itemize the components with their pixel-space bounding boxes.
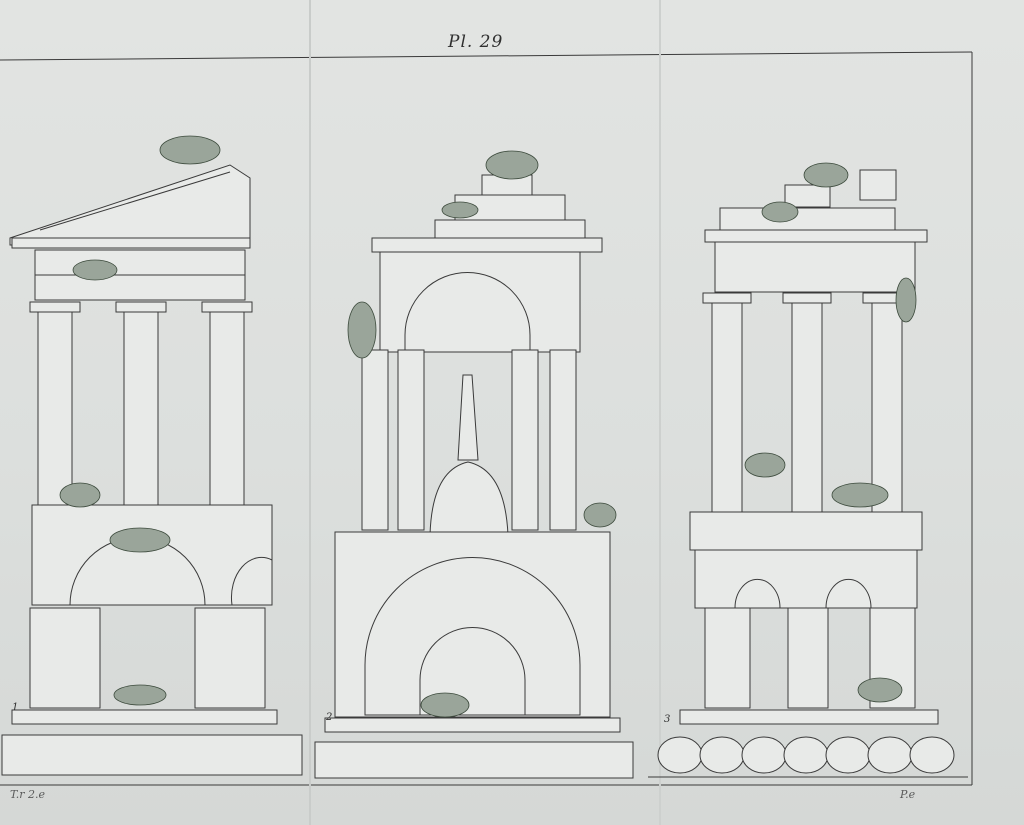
fig1-base [11,709,278,725]
fig1-arcade-wall [31,504,273,606]
fig3-top-block [784,184,831,208]
figure-1-ruined-colonnade [1,135,303,776]
plate-number: Pl. 29 [448,32,504,52]
top-rule [0,51,973,61]
fig2-column-3 [511,349,539,531]
fig1-pier-right [194,607,266,709]
fig3-column-1 [711,301,743,513]
figure-number-1: 1 [12,702,19,713]
fig2-column-4 [549,349,577,531]
fig1-pier-left [29,607,101,709]
fig1-column-1 [37,309,73,506]
fig3-melon-cushions [657,736,955,774]
fig1-column-2 [123,309,159,506]
fig2-cornice [371,237,603,253]
fig3-pier-2 [787,607,829,709]
figure-2-fountain-arch [314,150,634,779]
engraver-credit-right: P.e [900,788,916,801]
figure-number-2: 2 [326,712,333,723]
fig2-steps [314,741,634,779]
fig2-fountain-jet [457,374,479,461]
fig3-column-3 [871,301,903,513]
fig3-column-2 [791,301,823,513]
fig1-pediment [9,164,251,246]
fig2-column-1 [361,349,389,531]
fig3-plinth [689,511,923,551]
fig2-base [324,717,621,733]
fig2-upper-arch [404,272,531,353]
fig3-arcade [694,549,918,609]
fig3-entablature [714,241,916,293]
fig3-cornice [704,229,928,243]
figure-3-ruined-aqueduct [648,162,968,778]
figure-number-3: 3 [664,714,671,725]
fig3-pier-1 [704,607,751,709]
fig2-column-2 [397,349,425,531]
fig1-rockwork [1,734,303,776]
fig2-fountain-basin [429,461,509,536]
fig1-cornice [11,237,251,249]
fig3-base [679,709,939,725]
fig1-column-3 [209,309,245,506]
engraver-credit-left: T.r 2.e [10,788,45,801]
